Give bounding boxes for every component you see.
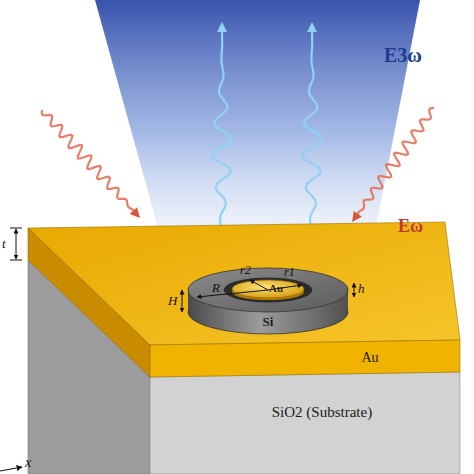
harmonic-wave — [212, 30, 231, 250]
material-label: SiO2 (Substrate) — [242, 403, 402, 421]
au-film-shape — [150, 340, 460, 377]
pump-wave — [42, 110, 134, 212]
dimension-label: r2 — [240, 263, 251, 278]
thickness-tick — [10, 228, 22, 229]
wave-arrowhead — [307, 22, 317, 32]
harmonic-wave — [302, 30, 321, 250]
au-disk-shape — [232, 280, 304, 298]
si-ring-shape — [224, 278, 312, 302]
dimension-label: R — [212, 280, 220, 296]
dimension-label: h — [358, 281, 365, 297]
field-label: Eω — [398, 216, 423, 237]
thickness-arrow — [16, 229, 17, 259]
material-label: Si — [188, 314, 348, 330]
substrate-block-shape — [28, 260, 150, 474]
height-arrow — [354, 283, 355, 297]
material-label: Au — [290, 350, 450, 367]
dimension-label: t — [2, 236, 6, 252]
axis-label: x — [25, 455, 31, 471]
thickness-tick — [10, 260, 22, 261]
si-ring: SiAu — [186, 266, 352, 336]
wave-arrowhead — [217, 22, 227, 32]
substrate-block-shape — [150, 372, 460, 474]
dimension-label: H — [168, 293, 177, 309]
axis-arrow — [0, 467, 22, 471]
height-arrow — [182, 290, 183, 312]
field-label: E3ω — [384, 44, 422, 67]
wave-arrowhead — [352, 211, 362, 222]
dimension-label: r1 — [284, 265, 295, 280]
si-ring-shape — [188, 268, 348, 312]
pump-wave — [357, 108, 434, 215]
wave-arrowhead — [130, 207, 140, 218]
